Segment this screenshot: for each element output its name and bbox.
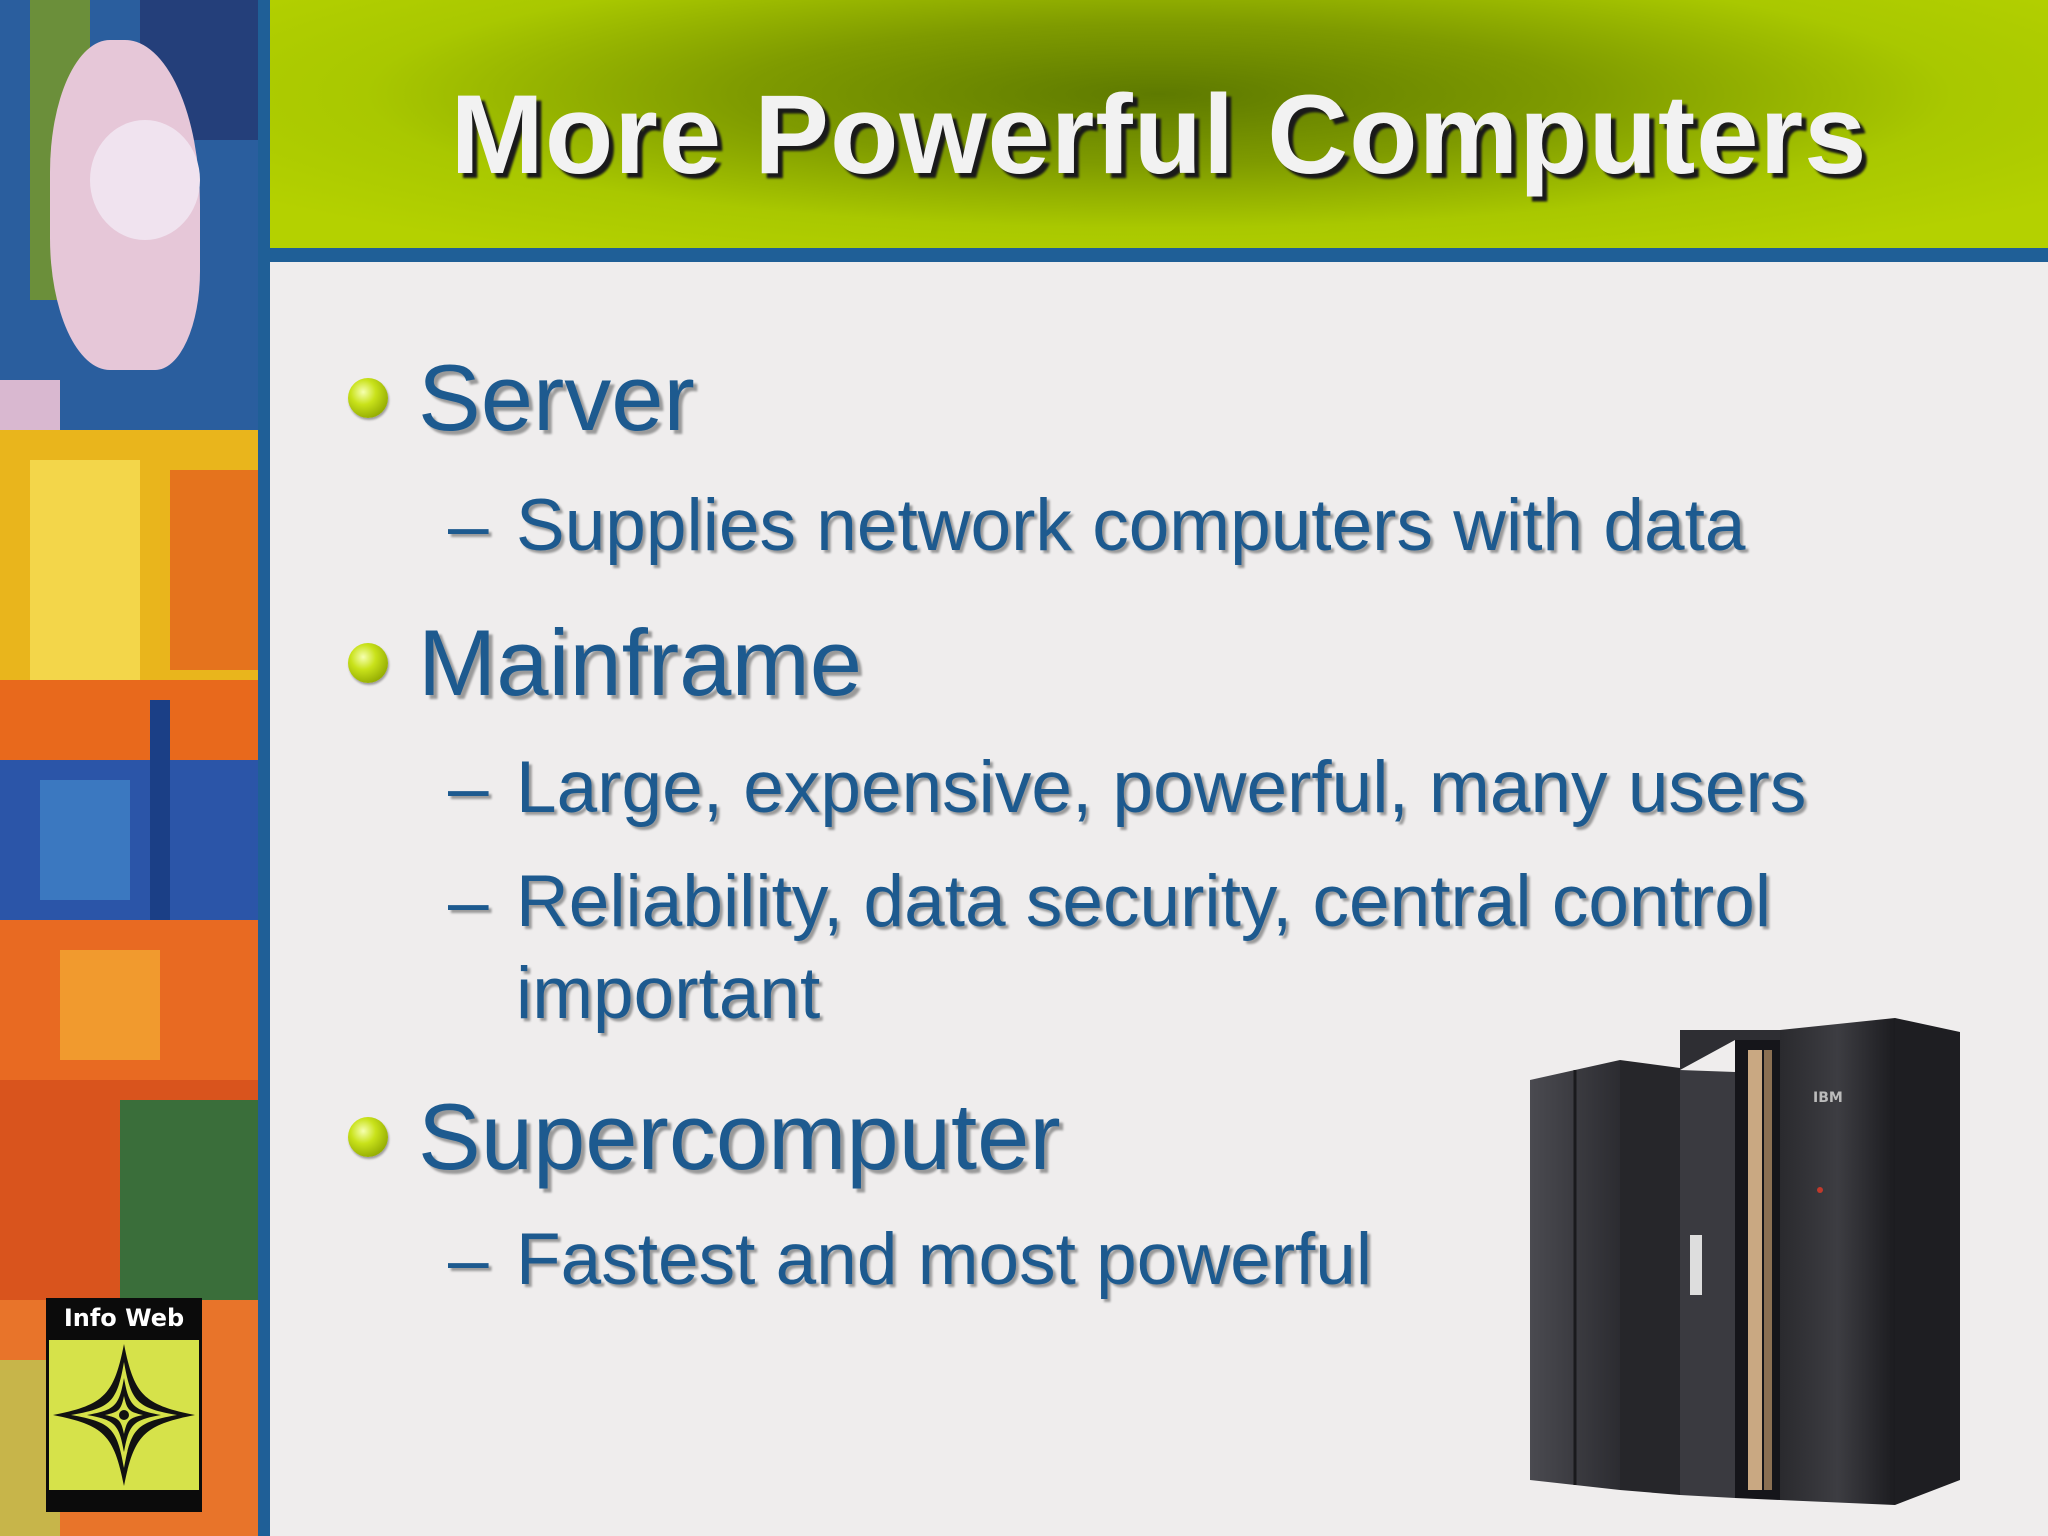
bullet-dot-icon — [348, 1117, 388, 1157]
info-web-logo: Info Web — [46, 1298, 202, 1512]
sub-item: –Large, expensive, powerful, many users — [448, 742, 1806, 834]
bullet-dot-icon — [348, 378, 388, 418]
bullet-label: Mainframe — [418, 610, 863, 715]
bullet-server: Server — [348, 343, 695, 453]
bullet-mainframe: Mainframe — [348, 608, 862, 718]
title-rule — [270, 248, 2048, 262]
dash-marker: – — [448, 485, 489, 566]
painting-strip — [0, 0, 258, 1536]
left-divider-bar — [258, 0, 270, 1536]
bullet-dot-icon — [348, 643, 388, 683]
star-emblem-icon — [49, 1340, 199, 1490]
bullet-label: Server — [418, 345, 695, 450]
bullet-label: Supercomputer — [418, 1084, 1061, 1189]
logo-text: Info Web — [63, 1304, 185, 1332]
bullet-supercomputer: Supercomputer — [348, 1082, 1061, 1192]
sub-item: –Supplies network computers with data — [448, 480, 1745, 572]
sub-item-text: Supplies network computers with data — [516, 485, 1746, 566]
ibm-mainframe-image: IBM — [1530, 1018, 1960, 1505]
slide-title: More Powerful Computers — [450, 72, 1868, 197]
sub-item-text: Fastest and most powerful — [516, 1219, 1373, 1300]
sub-item: –Reliability, data security, central con… — [448, 856, 1771, 1040]
sub-item: –Fastest and most powerful — [448, 1214, 1372, 1306]
dash-marker: – — [448, 1219, 489, 1300]
title-band — [270, 0, 2048, 248]
dash-marker: – — [448, 747, 489, 828]
dash-marker: – — [448, 861, 489, 942]
sub-item-text: Large, expensive, powerful, many users — [516, 747, 1807, 828]
ibm-brand-label: IBM — [1813, 1090, 1843, 1106]
sub-item-text: Reliability, data security, central cont… — [516, 861, 1772, 942]
sub-item-text-continued: important — [516, 953, 821, 1034]
